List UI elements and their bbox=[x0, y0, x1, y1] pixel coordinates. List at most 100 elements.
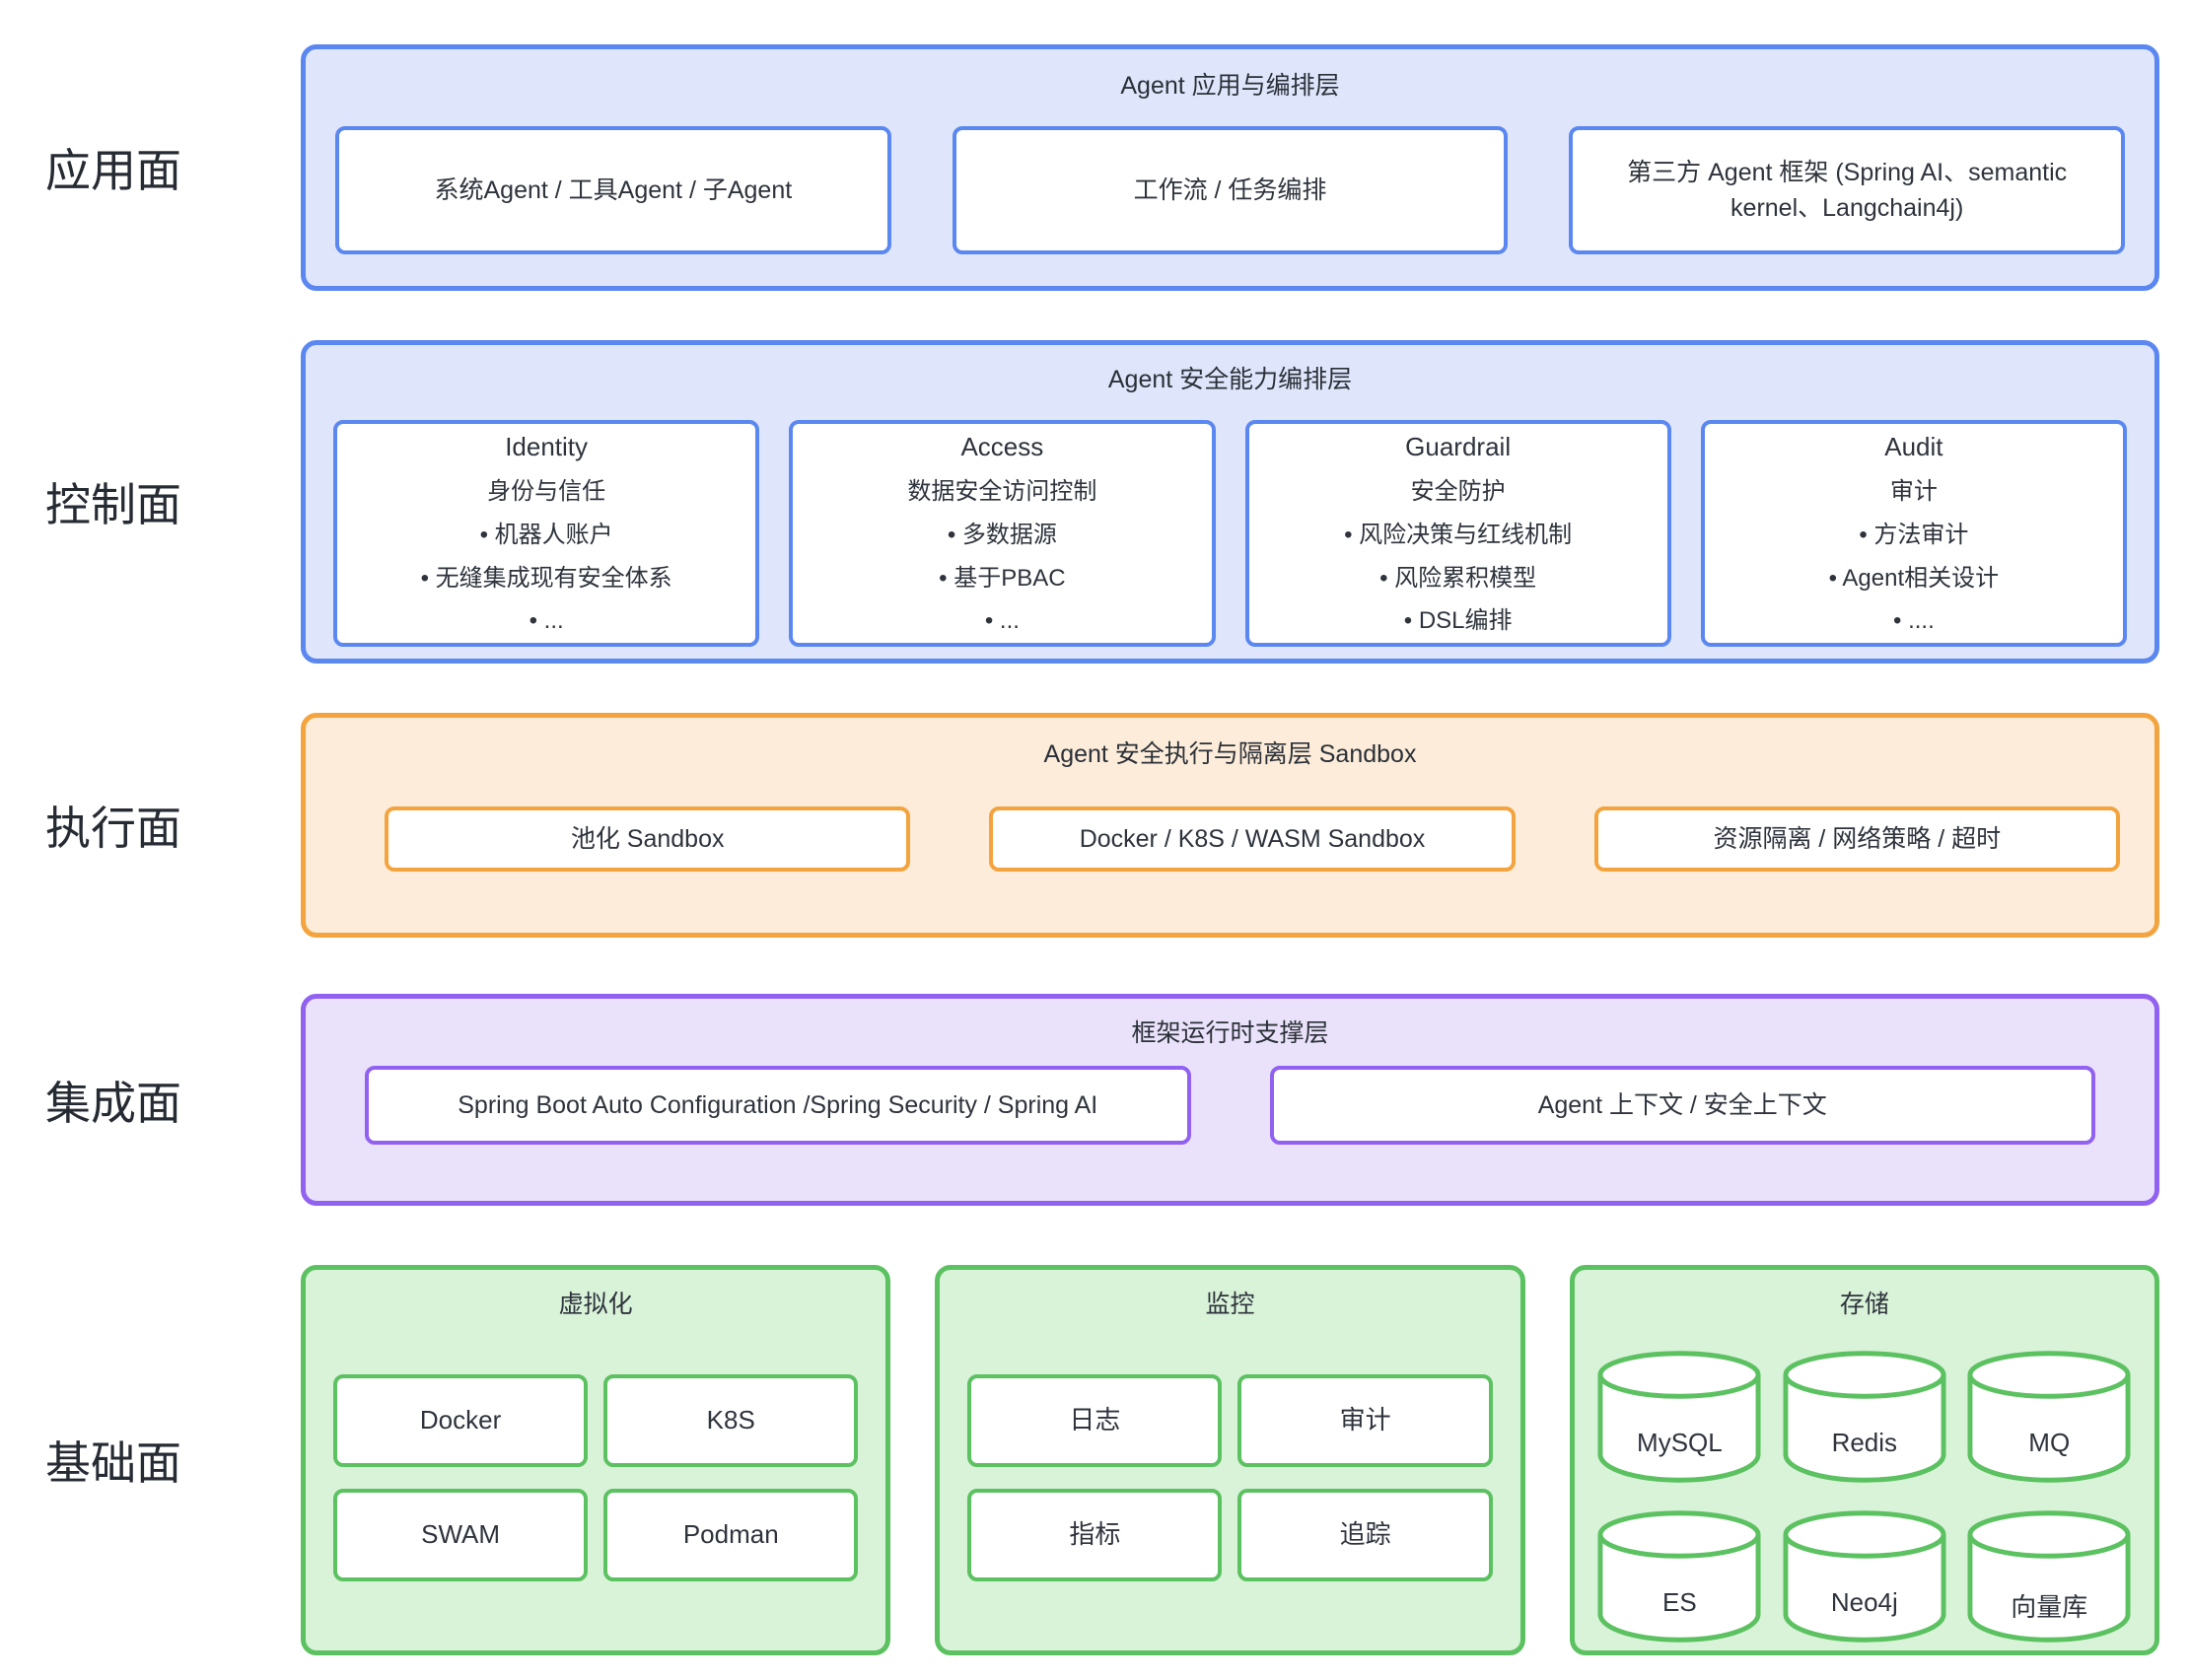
layer-security-capability: Agent 安全能力编排层 Identity 身份与信任 机器人账户 无缝集成现… bbox=[301, 340, 2159, 664]
database-cylinder-icon bbox=[1597, 1510, 1761, 1643]
plane-label-application: 应用面 bbox=[45, 145, 181, 196]
node-label: Docker bbox=[419, 1405, 502, 1435]
card-title: Access bbox=[960, 432, 1044, 461]
card-access: Access 数据安全访问控制 多数据源 基于PBAC ... bbox=[789, 420, 1216, 647]
node-agent-context: Agent 上下文 / 安全上下文 bbox=[1269, 1066, 2095, 1145]
database-cylinder-icon bbox=[1967, 1510, 2131, 1643]
layer-app-orchestration: Agent 应用与编排层 系统Agent / 工具Agent / 子Agent … bbox=[301, 44, 2159, 291]
db-label: Neo4j bbox=[1830, 1587, 1898, 1617]
node-label: 工作流 / 任务编排 bbox=[1133, 175, 1327, 204]
execution-plane-content: Agent 安全执行与隔离层 Sandbox 池化 Sandbox Docker… bbox=[301, 713, 2159, 938]
node-label: 系统Agent / 工具Agent / 子Agent bbox=[434, 175, 793, 204]
node-logs: 日志 bbox=[967, 1374, 1223, 1467]
card-subtitle: 身份与信任 bbox=[487, 478, 606, 506]
card-bullets: 方法审计 Agent相关设计 .... bbox=[1705, 514, 2123, 643]
node-pooled-sandbox: 池化 Sandbox bbox=[385, 806, 911, 872]
node-label: 指标 bbox=[1069, 1519, 1121, 1550]
security-capability-cards: Identity 身份与信任 机器人账户 无缝集成现有安全体系 ... Acce… bbox=[333, 420, 2127, 647]
integration-plane-row: 集成面 框架运行时支撑层 Spring Boot Auto Configurat… bbox=[0, 994, 2189, 1206]
db-es: ES bbox=[1596, 1508, 1762, 1646]
database-cylinder-icon bbox=[1967, 1351, 2131, 1483]
node-third-party-frameworks: 第三方 Agent 框架 (Spring AI、semantic kernel、… bbox=[1569, 126, 2126, 254]
plane-label-integration: 集成面 bbox=[45, 1077, 181, 1129]
plane-label-foundation: 基础面 bbox=[45, 1437, 181, 1489]
node-label: 审计 bbox=[1339, 1405, 1391, 1435]
card-bullets: 多数据源 基于PBAC ... bbox=[793, 514, 1211, 643]
plane-label-control: 控制面 bbox=[45, 479, 181, 530]
group-virtualization: 虚拟化 Docker K8S SWAM Podman bbox=[301, 1265, 891, 1655]
card-bullets: 机器人账户 无缝集成现有安全体系 ... bbox=[337, 514, 755, 643]
foundation-plane-row: 基础面 虚拟化 Docker K8S SWAM Podman 监控 日志 审计 … bbox=[0, 1265, 2189, 1655]
layer-sandbox-boxes: 池化 Sandbox Docker / K8S / WASM Sandbox 资… bbox=[385, 806, 2120, 872]
bullet-item: 风险决策与红线机制 bbox=[1249, 514, 1667, 557]
layer-security-title: Agent 安全能力编排层 bbox=[1107, 366, 1353, 393]
application-plane-row: 应用面 Agent 应用与编排层 系统Agent / 工具Agent / 子Ag… bbox=[0, 44, 2189, 291]
execution-plane-row: 执行面 Agent 安全执行与隔离层 Sandbox 池化 Sandbox Do… bbox=[0, 713, 2189, 938]
integration-plane-content: 框架运行时支撑层 Spring Boot Auto Configuration … bbox=[301, 994, 2159, 1206]
layer-sandbox-isolation: Agent 安全执行与隔离层 Sandbox 池化 Sandbox Docker… bbox=[301, 713, 2159, 938]
database-cylinder-icon bbox=[1783, 1510, 1946, 1643]
node-spring-boot-configuration: Spring Boot Auto Configuration /Spring S… bbox=[365, 1066, 1191, 1145]
node-label: Podman bbox=[682, 1519, 779, 1550]
node-k8s: K8S bbox=[603, 1374, 859, 1467]
node-label: Spring Boot Auto Configuration /Spring S… bbox=[458, 1090, 1098, 1119]
node-label: Agent 上下文 / 安全上下文 bbox=[1537, 1090, 1827, 1119]
layer-app-boxes: 系统Agent / 工具Agent / 子Agent 工作流 / 任务编排 第三… bbox=[335, 126, 2126, 254]
node-docker-k8s-wasm-sandbox: Docker / K8S / WASM Sandbox bbox=[989, 806, 1516, 872]
storage-grid: MySQL Redis MQ bbox=[1596, 1349, 2133, 1646]
node-label: 资源隔离 / 网络策略 / 超时 bbox=[1713, 824, 2002, 853]
bullet-item: 机器人账户 bbox=[337, 514, 755, 557]
layer-runtime-boxes: Spring Boot Auto Configuration /Spring S… bbox=[365, 1066, 2095, 1145]
node-label: K8S bbox=[706, 1405, 755, 1435]
card-audit: Audit 审计 方法审计 Agent相关设计 .... bbox=[1700, 420, 2127, 647]
node-label: Docker / K8S / WASM Sandbox bbox=[1079, 824, 1426, 853]
group-monitoring: 监控 日志 审计 指标 追踪 bbox=[935, 1265, 1525, 1655]
card-title: Identity bbox=[505, 432, 589, 461]
db-vector-store: 向量库 bbox=[1966, 1508, 2132, 1646]
group-storage: 存储 MySQL Redis bbox=[1569, 1265, 2159, 1655]
node-workflow-orchestration: 工作流 / 任务编排 bbox=[952, 126, 1509, 254]
db-redis: Redis bbox=[1782, 1349, 1947, 1487]
node-label: 追踪 bbox=[1339, 1519, 1391, 1550]
database-cylinder-icon bbox=[1783, 1351, 1946, 1483]
monitoring-grid: 日志 审计 指标 追踪 bbox=[967, 1374, 1493, 1581]
bullet-item: DSL编排 bbox=[1249, 599, 1667, 643]
node-podman: Podman bbox=[603, 1489, 859, 1581]
bullet-item: 基于PBAC bbox=[793, 557, 1211, 600]
card-title: Guardrail bbox=[1405, 432, 1512, 461]
control-plane-content: Agent 安全能力编排层 Identity 身份与信任 机器人账户 无缝集成现… bbox=[301, 340, 2159, 664]
db-label: 向量库 bbox=[2011, 1592, 2088, 1622]
group-title: 虚拟化 bbox=[558, 1291, 633, 1318]
card-guardrail: Guardrail 安全防护 风险决策与红线机制 风险累积模型 DSL编排 bbox=[1244, 420, 1671, 647]
db-mysql: MySQL bbox=[1596, 1349, 1762, 1487]
db-label: MySQL bbox=[1637, 1428, 1723, 1457]
db-mq: MQ bbox=[1966, 1349, 2132, 1487]
node-label: 日志 bbox=[1069, 1405, 1121, 1435]
db-label: Redis bbox=[1831, 1428, 1898, 1457]
node-tracing: 追踪 bbox=[1237, 1489, 1493, 1581]
db-label: MQ bbox=[2028, 1428, 2071, 1457]
node-audit-monitor: 审计 bbox=[1237, 1374, 1493, 1467]
card-subtitle: 审计 bbox=[1889, 478, 1938, 506]
card-subtitle: 数据安全访问控制 bbox=[907, 478, 1097, 506]
bullet-item: .... bbox=[1705, 599, 2123, 643]
bullet-item: ... bbox=[793, 599, 1211, 643]
layer-runtime-title: 框架运行时支撑层 bbox=[1131, 1019, 1329, 1047]
node-docker: Docker bbox=[333, 1374, 589, 1467]
application-plane-content: Agent 应用与编排层 系统Agent / 工具Agent / 子Agent … bbox=[301, 44, 2159, 291]
virtualization-grid: Docker K8S SWAM Podman bbox=[333, 1374, 859, 1581]
bullet-item: 无缝集成现有安全体系 bbox=[337, 557, 755, 600]
card-title: Audit bbox=[1884, 432, 1943, 461]
bullet-item: 方法审计 bbox=[1705, 514, 2123, 557]
control-plane-row: 控制面 Agent 安全能力编排层 Identity 身份与信任 机器人账户 无… bbox=[0, 340, 2189, 664]
node-metrics: 指标 bbox=[967, 1489, 1223, 1581]
node-swam: SWAM bbox=[333, 1489, 589, 1581]
node-label: SWAM bbox=[421, 1519, 501, 1550]
group-title: 监控 bbox=[1205, 1291, 1255, 1318]
foundation-plane-content: 虚拟化 Docker K8S SWAM Podman 监控 日志 审计 指标 追… bbox=[301, 1265, 2159, 1655]
plane-label-execution: 执行面 bbox=[45, 803, 181, 854]
card-bullets: 风险决策与红线机制 风险累积模型 DSL编排 bbox=[1249, 514, 1667, 643]
database-cylinder-icon bbox=[1597, 1351, 1761, 1483]
bullet-item: Agent相关设计 bbox=[1705, 557, 2123, 600]
